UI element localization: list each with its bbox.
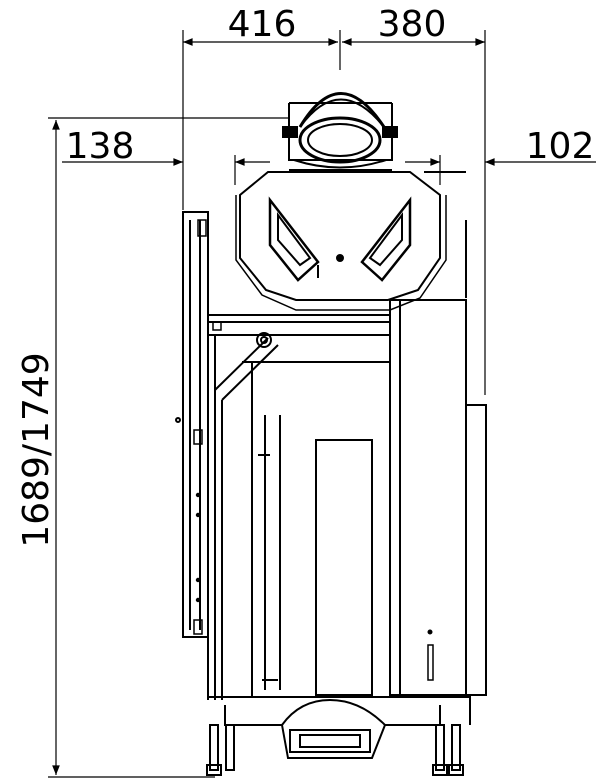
smoke-hood [235,171,467,311]
dimension-top-widths: 416 380 [182,4,486,395]
dimension-138-label: 138 [66,126,135,167]
dimension-overall-height: 1689/1749 [16,117,288,778]
dimension-102-label: 102 [526,126,595,167]
dimension-380-label: 380 [378,4,447,45]
dimension-416-label: 416 [228,4,297,45]
dimension-right-offset: 102 [405,126,596,185]
fireplace-body [175,211,487,776]
flue-spigot [282,92,398,171]
dimension-left-offset: 138 [62,126,270,185]
dimension-height-label: 1689/1749 [16,352,57,547]
